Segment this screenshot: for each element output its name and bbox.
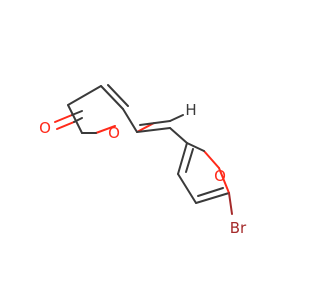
bond-o-c4 xyxy=(95,125,116,134)
bromine-label: Br xyxy=(230,219,247,237)
vinyl-hydrogen-label: H xyxy=(185,101,196,119)
bond-carbonyl-c xyxy=(71,110,83,116)
bond-c3-c4 xyxy=(67,104,83,134)
lactone-oxygen-label: O xyxy=(108,124,120,142)
bond-c1-c5 xyxy=(122,108,138,133)
furan-oxygen-label: O xyxy=(214,167,226,185)
bond-carbonyl-d xyxy=(73,117,83,123)
bond-furan-o-c2 xyxy=(203,150,220,169)
bond-furan-c5-o xyxy=(218,167,230,194)
bond-c3-c2 xyxy=(67,85,102,106)
bond-furan-c2-c3-double xyxy=(185,148,194,173)
molecule-structure: O O H O Br xyxy=(39,84,247,237)
bond-c-br xyxy=(228,192,233,215)
bond-furan-c4-c5 xyxy=(195,192,230,204)
bond-carbonyl-b xyxy=(56,121,75,130)
bond-furan-c2-link xyxy=(186,142,205,152)
bond-furan-c3-c4 xyxy=(177,173,197,204)
bond-c2-c1 xyxy=(100,85,124,110)
bond-furan-c2-c3 xyxy=(177,142,188,175)
bond-vinyl-h xyxy=(169,114,184,122)
structure-canvas: O O H O Br xyxy=(39,84,248,237)
bond-furan-c4-c5-double xyxy=(197,187,224,197)
bond-carbonyl-a xyxy=(54,114,73,123)
bond-exocyclic-b xyxy=(139,120,171,126)
bond-exocyclic-a xyxy=(136,127,171,133)
bond-c2-c1-double xyxy=(107,84,129,107)
bond-vinyl-to-furan xyxy=(169,127,188,144)
carbonyl-oxygen-label: O xyxy=(39,119,51,137)
